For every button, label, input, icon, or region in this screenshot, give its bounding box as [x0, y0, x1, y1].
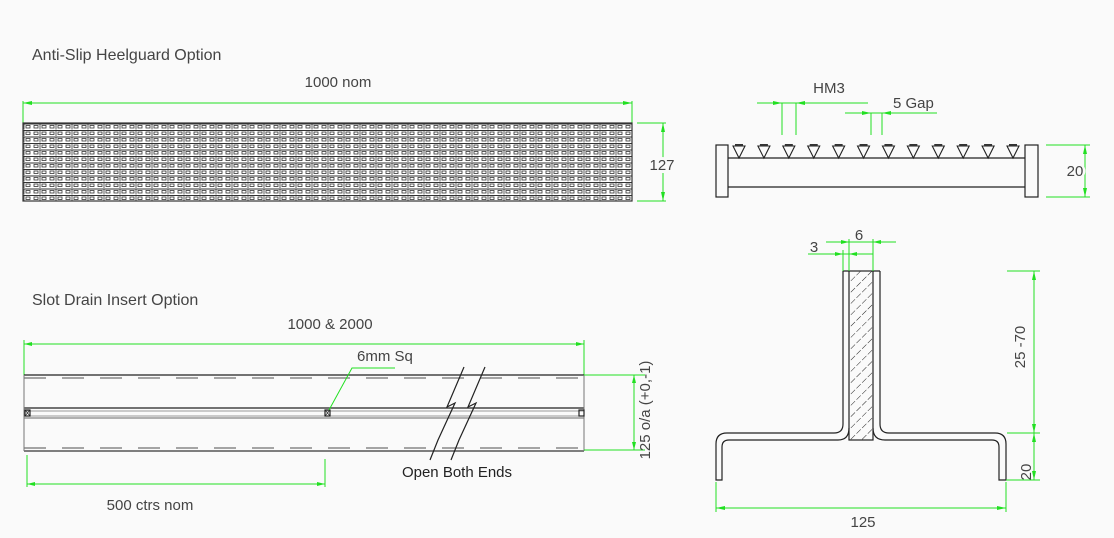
slot-drain-width-label: 125 o/a (+0,-1) [637, 361, 654, 460]
section-width-dimension: 125 [715, 482, 1007, 531]
heelguard-teeth [732, 144, 1020, 160]
wall-label: 3 [810, 239, 818, 256]
slot-label: 6 [855, 227, 863, 244]
section-height-dimensions: 25 -70 20 [1006, 270, 1040, 481]
tooth [806, 145, 821, 160]
heelguard-width-label: 127 [649, 157, 674, 174]
tooth-cap [859, 144, 868, 146]
slot-drain-length-dimension: 1000 & 2000 [23, 316, 585, 375]
slot-drain-elevation [23, 374, 585, 452]
heelguard-title: Anti-Slip Heelguard Option [32, 47, 221, 64]
heelguard-length-label: 1000 nom [305, 74, 372, 91]
centres-label: 500 ctrs nom [107, 497, 194, 514]
square-label: 6mm Sq [357, 348, 413, 365]
tooth-cap [735, 144, 743, 146]
square-hole-icon [324, 409, 331, 417]
square-hole-icon [578, 409, 585, 417]
tooth [781, 145, 796, 160]
break-lines [429, 366, 486, 461]
profile-height-label: 20 [1067, 163, 1084, 180]
tooth-cap [784, 144, 793, 146]
open-ends-label: Open Both Ends [402, 464, 512, 481]
gap-label: 5 Gap [893, 95, 934, 112]
tooth-cap [884, 144, 893, 146]
tooth [956, 145, 971, 160]
tooth-cap [909, 144, 918, 146]
slot-drain-title: Slot Drain Insert Option [32, 292, 198, 309]
tooth-cap [984, 144, 993, 146]
tooth-cap [959, 144, 968, 146]
section-width-label: 125 [850, 514, 875, 531]
centres-dimension: 500 ctrs nom [26, 455, 326, 514]
tooth-cap [1009, 144, 1017, 146]
heelguard-width-dimension: 127 [637, 122, 678, 202]
tooth-cap [759, 144, 768, 146]
tooth [906, 145, 921, 160]
tooth [757, 145, 771, 160]
hm3-label: HM3 [813, 80, 845, 97]
slot-drain-length-label: 1000 & 2000 [287, 316, 372, 333]
tooth [831, 145, 846, 160]
slot-drain-width-dimension: 125 o/a (+0,-1) [584, 361, 654, 460]
tooth [732, 145, 746, 160]
foot-height-label: 20 [1018, 464, 1035, 481]
square-leader: 6mm Sq [328, 348, 413, 411]
wall-slot-dimensions: 3 6 [808, 227, 896, 271]
profile-height-dimension: 20 [1046, 144, 1090, 198]
heelguard-length-dimension: 1000 nom [22, 74, 633, 123]
heelguard-profile [715, 144, 1039, 198]
section-height-label: 25 -70 [1012, 326, 1029, 369]
tooth-cap [834, 144, 843, 146]
square-hole-icon [24, 409, 31, 417]
tooth [881, 145, 896, 160]
tooth [981, 145, 995, 160]
slot-drain-section [715, 270, 1007, 481]
tooth-cap [809, 144, 818, 146]
gap-dimension: 5 Gap [845, 95, 937, 135]
tooth [856, 145, 871, 160]
hm3-dimension: HM3 [757, 80, 868, 135]
heelguard-plan [22, 122, 633, 202]
tooth [1006, 145, 1020, 160]
tooth [931, 145, 946, 160]
tooth-cap [934, 144, 943, 146]
